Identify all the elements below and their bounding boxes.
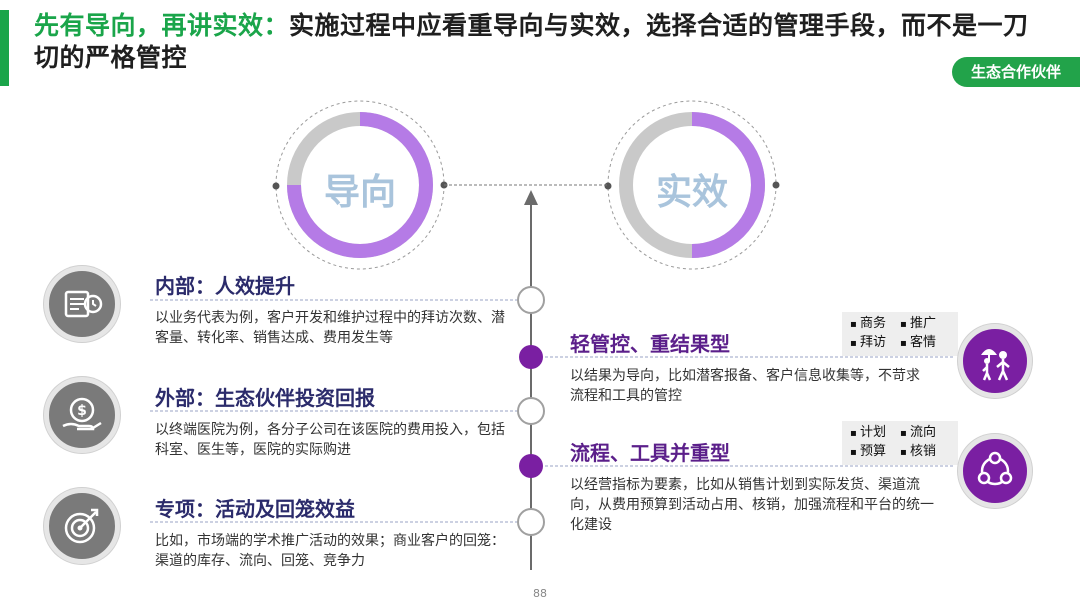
title-rest: 实施过程中应看重导向与实效，选择合适的管理手段，而不是一刀切的严格管控 — [34, 11, 1029, 72]
section-heading-light-control: 轻管控、重结果型 — [570, 332, 730, 356]
tag-item: 商务 — [850, 315, 900, 334]
tag-item: 流向 — [900, 424, 950, 443]
section-heading-process-tool: 流程、工具并重型 — [570, 441, 730, 465]
tag-box-1: 商务推广 拜访客情 — [842, 312, 958, 356]
left-ring — [272, 100, 448, 270]
category-badge: 生态合作伙伴 — [952, 57, 1080, 87]
tag-item: 核销 — [900, 443, 950, 462]
svg-text:$: $ — [77, 403, 87, 419]
title-accent-bar — [0, 10, 9, 86]
section-heading-external: 外部：生态伙伴投资回报 — [155, 386, 375, 410]
ring-label-left: 导向 — [323, 172, 396, 213]
section-text-external: 以终端医院为例，各分子公司在该医院的费用投入，包括科室、医生等，医院的实际购进 — [155, 422, 505, 458]
tag-item: 拜访 — [850, 334, 900, 353]
arrow-head — [524, 190, 538, 205]
section-heading-special: 专项：活动及回笼效益 — [155, 497, 355, 521]
document-clock-icon — [44, 266, 120, 342]
right-ring — [604, 100, 780, 270]
section-text-light-control: 以结果为导向，比如潜客报备、客户信息收集等，不苛求流程和工具的管控 — [570, 368, 920, 404]
ring-label-right: 实效 — [655, 172, 728, 213]
people-umbrella-icon — [958, 324, 1032, 398]
network-cycle-icon — [958, 434, 1032, 508]
section-text-special: 比如，市场端的学术推广活动的效果；商业客户的回笼：渠道的库存、流向、回笼、竞争力 — [155, 533, 505, 569]
section-text-process-tool: 以经营指标为要素，比如从销售计划到实际发货、渠道流向，从费用预算到活动占用、核销… — [570, 477, 934, 533]
tag-item: 预算 — [850, 443, 900, 462]
title-highlight: 先有导向，再讲实效： — [34, 11, 290, 40]
tag-item: 客情 — [900, 334, 950, 353]
node-hollow-1 — [517, 286, 545, 314]
section-heading-internal: 内部：人效提升 — [155, 274, 295, 298]
node-hollow-2 — [517, 397, 545, 425]
section-text-internal: 以业务代表为例，客户开发和维护过程中的拜访次数、潜客量、转化率、销售达成、费用发… — [155, 310, 505, 346]
page-title: 先有导向，再讲实效：实施过程中应看重导向与实效，选择合适的管理手段，而不是一刀切… — [34, 10, 1044, 74]
page-number: 88 — [533, 587, 547, 600]
tag-box-2: 计划流向 预算核销 — [842, 421, 958, 465]
node-filled-2 — [519, 454, 543, 478]
tag-item: 计划 — [850, 424, 900, 443]
node-filled-1 — [519, 345, 543, 369]
dollar-hand-icon: $ — [44, 377, 120, 453]
node-hollow-3 — [517, 508, 545, 536]
tag-item: 推广 — [900, 315, 950, 334]
target-icon — [44, 488, 120, 564]
